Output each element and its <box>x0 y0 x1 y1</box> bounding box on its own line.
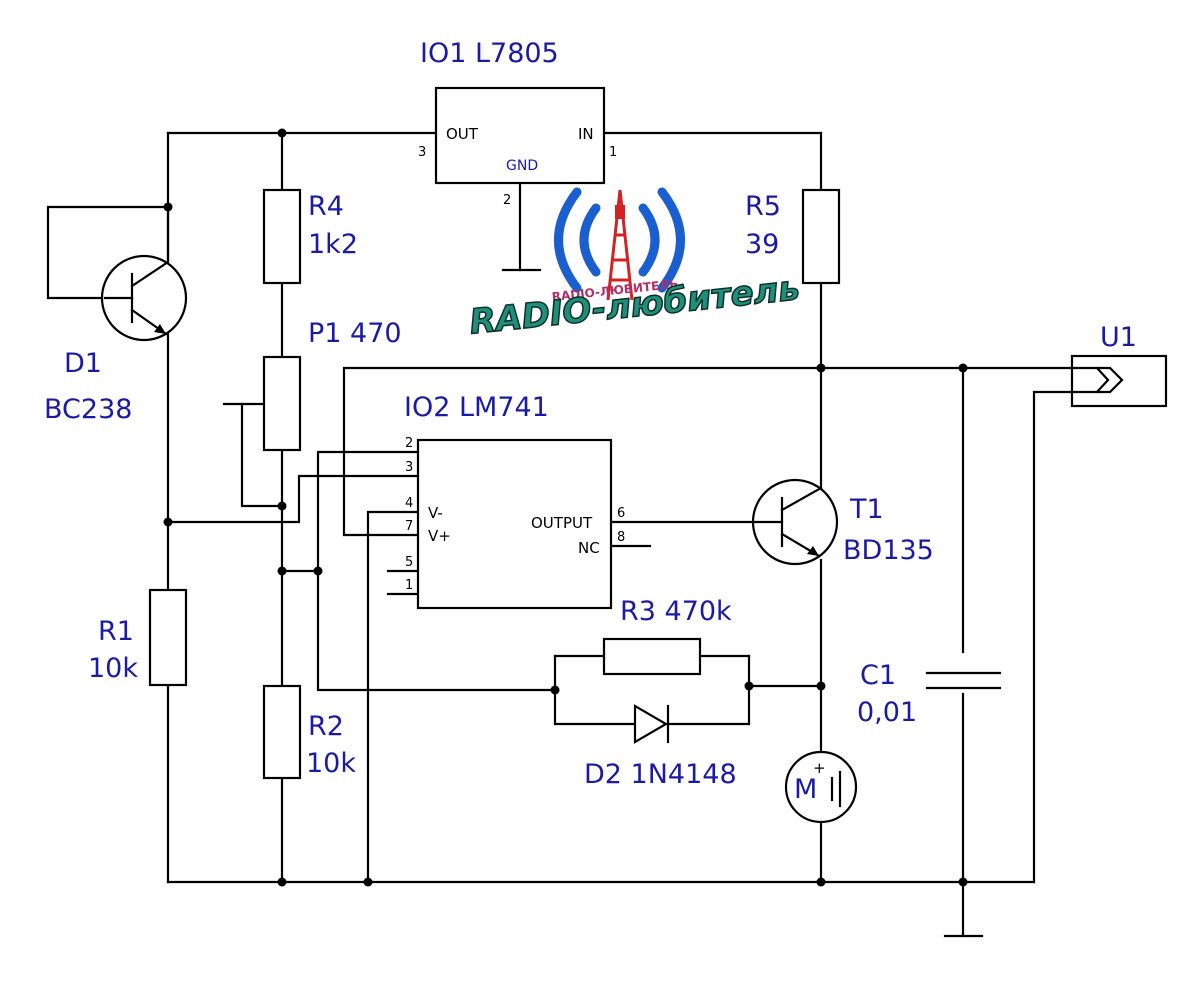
io2-output: OUTPUT <box>531 514 593 532</box>
motor-letter: M <box>794 774 817 805</box>
io2-vplus: V+ <box>428 527 451 545</box>
io2-pin-3: 3 <box>405 460 413 475</box>
d1-value: BC238 <box>44 394 132 425</box>
u1-name: U1 <box>1100 322 1137 353</box>
r4-value: 1k2 <box>308 229 358 260</box>
r5-value: 39 <box>745 229 779 260</box>
r4-name: R4 <box>308 191 344 222</box>
motor-plus: + <box>813 759 826 777</box>
t1-name: T1 <box>849 494 884 525</box>
t1-value: BD135 <box>843 535 934 566</box>
io2-pin-6: 6 <box>617 506 625 521</box>
opamp-io2: IO2 LM741 V- V+ OUTPUT NC 2 3 4 7 5 1 6 … <box>404 392 625 610</box>
io2-label: IO2 LM741 <box>404 392 549 423</box>
antenna-waves-icon <box>554 187 685 293</box>
r1-value: 10k <box>88 653 138 684</box>
io2-pin-7: 7 <box>405 519 413 534</box>
d2-name: D2 1N4148 <box>584 759 737 790</box>
connector-u1: U1 <box>1070 322 1168 408</box>
io2-pin-4: 4 <box>405 496 413 511</box>
io1-pin-out: 3 <box>418 145 426 160</box>
capacitor-c1: C1 0,01 <box>857 660 1002 728</box>
io1-label: IO1 L7805 <box>420 38 559 69</box>
resistor-r1: R1 10k <box>88 588 188 687</box>
motor: M + <box>784 750 858 824</box>
junctions <box>163 128 968 887</box>
r1-name: R1 <box>98 616 134 647</box>
io2-nc: NC <box>578 539 600 557</box>
transistor-t1: T1 BD135 <box>751 478 934 566</box>
logo-main-text: RADIO-любитель <box>468 268 802 342</box>
resistor-r3: R3 470k <box>602 596 732 676</box>
io1-out-label: OUT <box>446 125 479 143</box>
radio-tower-icon <box>606 189 634 301</box>
transistor-d1: D1 BC238 <box>44 205 188 425</box>
p1-name: P1 470 <box>308 318 402 349</box>
io2-vminus: V- <box>428 504 443 522</box>
diode-d2: D2 1N4148 <box>584 704 737 790</box>
io1-pin-in: 1 <box>609 145 617 160</box>
io2-pin-1: 1 <box>405 578 413 593</box>
c1-value: 0,01 <box>857 697 917 728</box>
io1-in-label: IN <box>578 125 594 143</box>
io1-gnd-label: GND <box>506 158 538 174</box>
r2-value: 10k <box>306 748 356 779</box>
resistor-r4: R4 1k2 <box>262 188 358 285</box>
regulator-io1: IO1 L7805 OUT IN GND 3 1 2 <box>418 38 617 208</box>
r3-name: R3 470k <box>620 596 732 627</box>
io2-pin-5: 5 <box>405 555 413 570</box>
d1-name: D1 <box>64 348 102 379</box>
resistor-r2: R2 10k <box>262 684 356 780</box>
resistor-r5: R5 39 <box>745 188 841 285</box>
r5-name: R5 <box>745 191 781 222</box>
potentiometer-p1: P1 470 <box>262 318 402 452</box>
io2-pin-2: 2 <box>405 436 413 451</box>
io1-pin-gnd: 2 <box>503 193 511 208</box>
io2-pin-8: 8 <box>617 530 625 545</box>
r2-name: R2 <box>308 711 344 742</box>
c1-name: C1 <box>860 660 896 691</box>
